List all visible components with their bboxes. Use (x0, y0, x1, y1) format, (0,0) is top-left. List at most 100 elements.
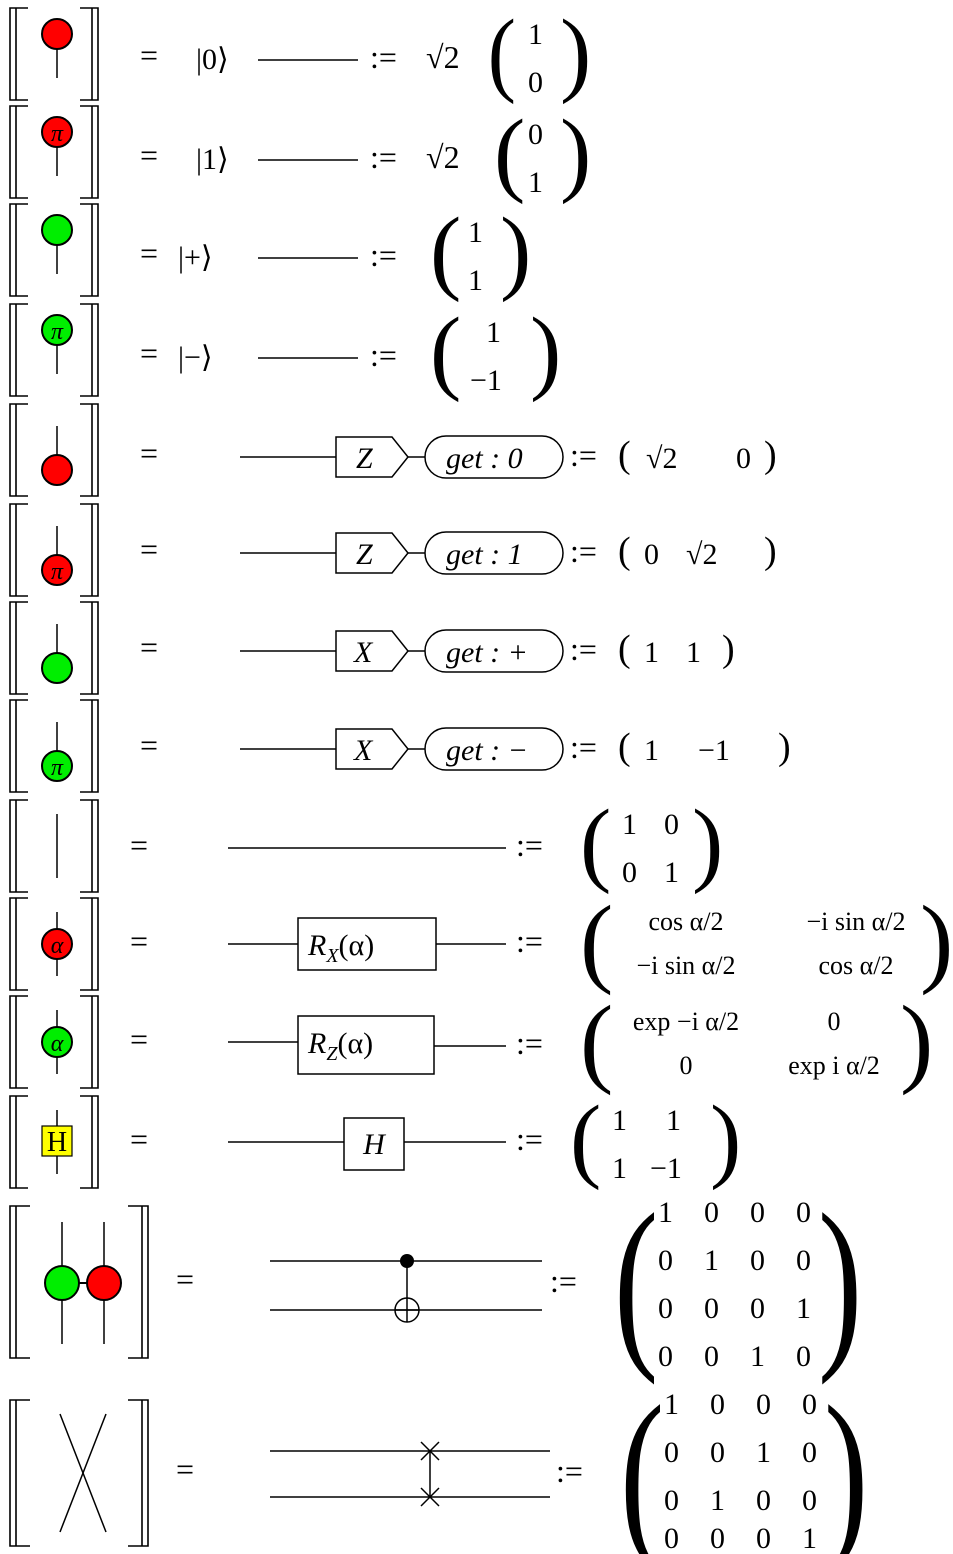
defined-as: := (516, 1025, 543, 1061)
prefactor: √2 (426, 139, 460, 175)
matrix-entry: 1 (612, 1152, 627, 1185)
row-ket0: = |0⟩ := √2 ( 1 0 ) (9, 1, 591, 105)
hadamard-box (41, 1125, 73, 1157)
matrix-entry: 0 (802, 1436, 817, 1469)
equals-sign: = (130, 1021, 148, 1057)
defined-as: := (370, 139, 397, 175)
paren-right: ) (920, 885, 953, 996)
semantic-bracket-left (9, 1095, 28, 1189)
spider-phase: α (51, 933, 64, 959)
semantic-bracket-right (80, 699, 99, 793)
matrix-entry: 0 (796, 1244, 811, 1277)
matrix-entry: 1 (468, 216, 483, 249)
paren-right: ) (530, 299, 561, 403)
matrix-entry: 0 (802, 1388, 817, 1421)
defined-as: := (570, 631, 597, 667)
red-spider (86, 1265, 122, 1301)
spider-phase: π (51, 121, 64, 147)
ket-label: |1⟩ (196, 143, 229, 176)
measure-gate-label: X (353, 636, 374, 669)
matrix-entry: 1 (644, 636, 659, 669)
red-spider (41, 18, 73, 50)
matrix-entry: 1 (666, 1104, 681, 1137)
matrix-entry: 1 (612, 1104, 627, 1137)
row-get0: = Z get : 0 := ( √2 0 ) (9, 403, 777, 497)
defined-as: := (570, 533, 597, 569)
paren-left: ( (614, 1176, 658, 1386)
matrix-entry: exp i α/2 (788, 1051, 880, 1080)
green-spider (41, 652, 73, 684)
green-spider (41, 314, 73, 346)
equals-sign: = (140, 629, 158, 665)
matrix-entry: −i sin α/2 (636, 951, 735, 980)
matrix-entry: 1 (664, 856, 679, 889)
semantic-bracket-left (9, 105, 28, 199)
result-box (424, 727, 564, 771)
green-spider (41, 214, 73, 246)
control-dot (400, 1254, 414, 1268)
matrix-entry: 0 (622, 856, 637, 889)
red-spider (41, 454, 73, 486)
spider-phase: π (51, 319, 64, 345)
matrix-entry: 0 (710, 1522, 725, 1554)
matrix-entry: 0 (828, 1007, 841, 1036)
semantic-bracket-right (80, 799, 99, 893)
matrix-entry: −1 (470, 364, 502, 397)
measure-gate (335, 436, 409, 478)
matrix-entry: cos α/2 (818, 951, 893, 980)
green-spider (44, 1265, 80, 1301)
paren-right: ) (560, 1, 591, 105)
row-swap: = := ( 1 0 0 0 0 0 1 0 0 1 0 0 0 0 0 1 ) (9, 1368, 868, 1554)
equals-sign: = (140, 531, 158, 567)
row-cnot: = := ( 1 0 0 0 0 1 0 0 0 0 0 1 0 0 1 0 ) (9, 1176, 862, 1386)
matrix-entry: 0 (664, 1484, 679, 1517)
matrix-entry: 0 (664, 1522, 679, 1554)
defined-as: := (516, 827, 543, 863)
paren-right: ) (824, 1368, 868, 1554)
paren-left: ( (618, 726, 631, 768)
matrix-entry: 0 (750, 1196, 765, 1229)
semantic-bracket-right (128, 1399, 149, 1547)
result-box (424, 435, 564, 479)
matrix-entry: √2 (686, 538, 717, 571)
matrix-grid: 1 0 0 0 0 0 1 0 0 1 0 0 0 0 0 1 (664, 1388, 817, 1554)
defined-as: := (570, 729, 597, 765)
matrix-entry: 0 (528, 118, 543, 151)
defined-as: := (556, 1453, 583, 1489)
result-label: get : − (446, 734, 528, 767)
matrix-entry: −1 (698, 734, 730, 767)
row-hadamard: H = H := ( 1 1 1 −1 ) (9, 1087, 741, 1191)
matrix-grid: 1 0 0 0 0 1 0 0 0 0 0 1 0 0 1 0 (658, 1196, 811, 1373)
matrix-entry: 0 (664, 1436, 679, 1469)
ket-label: |−⟩ (178, 341, 213, 374)
row-ketminus: π = |−⟩ := ( 1 −1 ) (9, 299, 561, 403)
matrix-entry: 1 (468, 264, 483, 297)
equals-sign: = (130, 923, 148, 959)
matrix-entry: 0 (710, 1388, 725, 1421)
hadamard-box-label: H (47, 1127, 67, 1158)
equals-sign: = (140, 37, 158, 73)
spider-phase: π (51, 559, 64, 585)
matrix-entry: cos α/2 (648, 907, 723, 936)
red-spider (41, 116, 73, 148)
matrix-entry: 0 (664, 808, 679, 841)
paren-left: ( (430, 199, 461, 303)
paren-left: ( (570, 1087, 601, 1191)
gate-box (343, 1117, 405, 1171)
paren-left: ( (580, 885, 613, 996)
matrix-entry: 0 (704, 1340, 719, 1373)
matrix-entry: 1 (796, 1292, 811, 1325)
equals-sign: = (140, 137, 158, 173)
row-identity: = := ( 1 0 0 1 ) (9, 791, 723, 895)
prefactor: √2 (426, 39, 460, 75)
matrix-entry: 1 (622, 808, 637, 841)
semantic-bracket-left (9, 601, 28, 695)
gate-box (297, 1015, 435, 1075)
defined-as: := (370, 337, 397, 373)
matrix-entry: 0 (704, 1196, 719, 1229)
result-label: get : 1 (446, 538, 523, 571)
semantic-bracket-left (9, 1399, 30, 1547)
row-getminus: π = X get : − := ( 1 −1 ) (9, 699, 791, 793)
defined-as: := (516, 923, 543, 959)
